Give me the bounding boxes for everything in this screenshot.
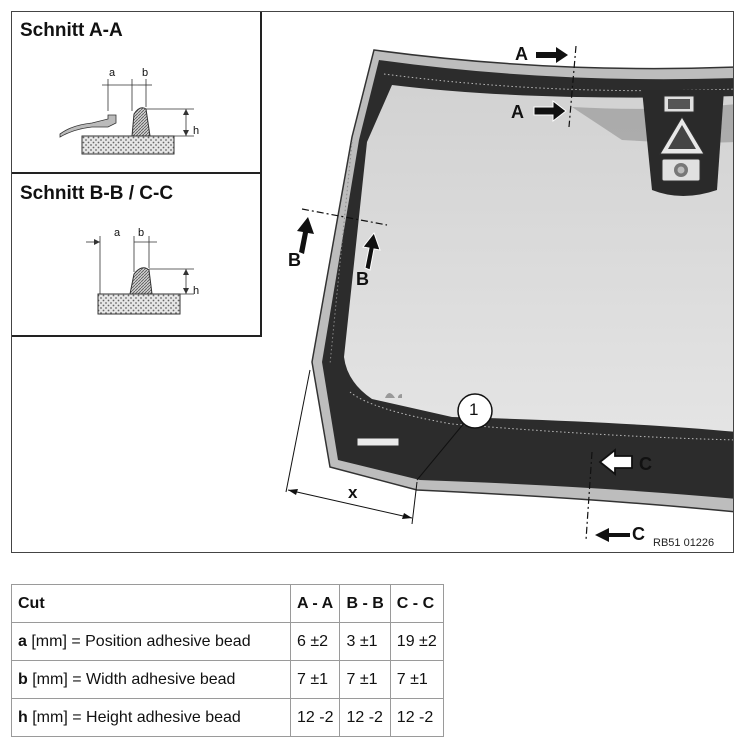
dimension-x-label: x xyxy=(348,483,358,502)
section-bb-panel: Schnitt B-B / C-C a b h xyxy=(12,172,262,337)
label-c-outer: C xyxy=(632,524,645,544)
table-header-row: Cut A - A B - B C - C xyxy=(11,584,444,623)
section-aa-drawing xyxy=(59,79,194,155)
label-b-outer: B xyxy=(288,250,301,270)
cell-c-c: 19 ±2 xyxy=(389,622,444,661)
row-symbol: a xyxy=(18,632,27,650)
section-bb-drawing xyxy=(86,236,194,315)
table-row: a [mm] = Position adhesive bead 6 ±2 3 ±… xyxy=(11,622,444,661)
label-a-top: A xyxy=(515,44,528,64)
glass-area xyxy=(344,85,733,432)
label-c-inner: C xyxy=(639,454,652,474)
item-number-1: 1 xyxy=(469,400,479,419)
section-aa-title: Schnitt A-A xyxy=(20,20,123,41)
cell-a-a: 12 -2 xyxy=(289,698,341,737)
row-symbol: b xyxy=(18,670,28,688)
cell-c-c: 7 ±1 xyxy=(389,660,444,699)
windshield-diagram: A A B B C C 1 x RB51 01226 Schnitt A-A a… xyxy=(11,11,734,553)
section-bb-dim-a: a xyxy=(114,227,121,239)
header-a-a: A - A xyxy=(289,584,341,623)
section-line-c xyxy=(585,448,633,542)
section-bb-dim-h: h xyxy=(193,285,200,297)
row-description: [mm] = Height adhesive bead xyxy=(27,708,241,726)
cell-b-b: 7 ±1 xyxy=(339,660,391,699)
item-1-circle xyxy=(457,393,493,429)
cell-c-c: 12 -2 xyxy=(389,698,444,737)
sensor-mount xyxy=(642,90,724,196)
frit-dot-line xyxy=(383,73,733,92)
dimension-x xyxy=(285,369,418,525)
section-line-a xyxy=(533,45,577,128)
row-label: a [mm] = Position adhesive bead xyxy=(11,622,291,661)
vin-label xyxy=(357,438,399,446)
section-aa-dim-b: b xyxy=(142,67,149,79)
row-description: [mm] = Width adhesive bead xyxy=(27,670,236,688)
section-aa-dim-a: a xyxy=(109,67,116,79)
cell-b-b: 3 ±1 xyxy=(339,622,391,661)
row-description: [mm] = Position adhesive bead xyxy=(26,632,251,650)
label-b-inner: B xyxy=(356,269,369,289)
logo-mark xyxy=(385,393,402,398)
section-bb-dim-b: b xyxy=(138,227,145,239)
header-cut: Cut xyxy=(11,584,291,623)
row-label: h [mm] = Height adhesive bead xyxy=(11,698,291,737)
cell-a-a: 6 ±2 xyxy=(289,622,341,661)
header-b-b: B - B xyxy=(339,584,391,623)
label-a-inner: A xyxy=(511,102,524,122)
adhesive-spec-table: Cut A - A B - B C - C a [mm] = Position … xyxy=(11,584,444,737)
section-aa-dim-h: h xyxy=(193,125,200,137)
header-c-c: C - C xyxy=(389,584,444,623)
section-aa-panel: Schnitt A-A a b h xyxy=(12,12,262,174)
row-symbol: h xyxy=(18,708,28,726)
figure-code: RB51 01226 xyxy=(653,537,715,549)
table-row: b [mm] = Width adhesive bead 7 ±1 7 ±1 7… xyxy=(11,660,444,699)
table-row: h [mm] = Height adhesive bead 12 -2 12 -… xyxy=(11,698,444,737)
section-bb-title: Schnitt B-B / C-C xyxy=(20,183,174,204)
windshield-drawing xyxy=(285,45,733,542)
row-label: b [mm] = Width adhesive bead xyxy=(11,660,291,699)
section-line-b xyxy=(297,208,388,271)
cell-a-a: 7 ±1 xyxy=(289,660,341,699)
cell-b-b: 12 -2 xyxy=(339,698,391,737)
item-1-leader xyxy=(416,421,466,481)
